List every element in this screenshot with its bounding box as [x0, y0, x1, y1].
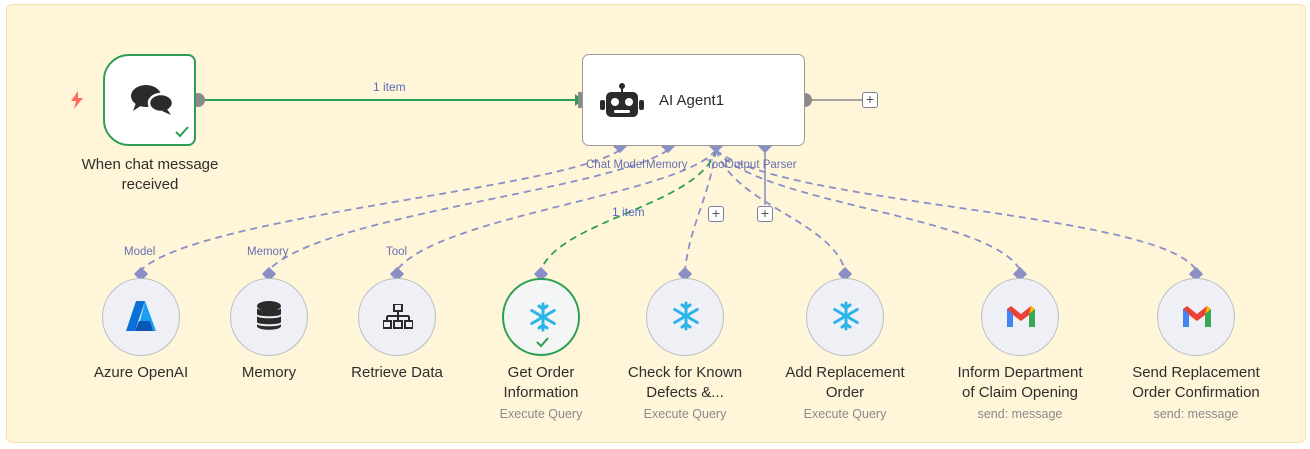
- memory-port-label: Memory: [646, 159, 688, 171]
- inform-department-subtitle: send: message: [977, 407, 1063, 421]
- memory-node-port[interactable]: [261, 266, 277, 282]
- send-port[interactable]: [1188, 266, 1204, 282]
- azure-icon: [126, 301, 156, 331]
- tool-edge-label: 1 item: [612, 205, 645, 219]
- get-order-subtitle: Execute Query: [499, 407, 583, 421]
- memory-connection[interactable]: [268, 149, 669, 271]
- azure-port[interactable]: [133, 266, 149, 282]
- memory-label: Memory: [241, 364, 297, 381]
- tool-connection-send[interactable]: [715, 149, 1197, 271]
- inform-port[interactable]: [1012, 266, 1028, 282]
- add-tool-button[interactable]: +: [708, 206, 724, 222]
- memory-node-port-label: Memory: [247, 246, 289, 258]
- azure-openai-label: Azure OpenAI: [93, 364, 189, 381]
- tool-connection-inform[interactable]: [715, 149, 1021, 271]
- gmail-icon: [1007, 306, 1035, 327]
- retrieve-port-label: Tool: [386, 246, 408, 258]
- get-order-port[interactable]: [533, 266, 549, 282]
- output-parser-port-label: Output Parser: [725, 159, 797, 171]
- tool-connection-add[interactable]: [715, 149, 846, 271]
- azure-openai-node[interactable]: [102, 278, 180, 356]
- send-confirmation-subtitle: send: message: [1153, 407, 1239, 421]
- send-confirmation-node[interactable]: [1157, 278, 1235, 356]
- chat-bubbles-icon: [131, 85, 174, 115]
- tool-port-label: Tool: [706, 159, 728, 171]
- success-check-icon: [536, 337, 549, 348]
- retrieve-data-node[interactable]: [358, 278, 436, 356]
- check-defects-subtitle: Execute Query: [643, 407, 727, 421]
- add-output-parser-button[interactable]: +: [757, 206, 773, 222]
- database-icon: [257, 301, 281, 330]
- retrieve-port[interactable]: [389, 266, 405, 282]
- main-edge-label: 1 item: [373, 80, 406, 94]
- add-output-node-button[interactable]: +: [862, 92, 878, 108]
- chat-trigger-node[interactable]: [103, 54, 196, 146]
- agent-title: AI Agent1: [659, 92, 725, 109]
- get-order-node[interactable]: [502, 278, 580, 356]
- memory-node[interactable]: [230, 278, 308, 356]
- tool-connection-retrieve[interactable]: [396, 149, 717, 271]
- check-port[interactable]: [677, 266, 693, 282]
- snowflake-icon: [833, 301, 859, 331]
- inform-department-node[interactable]: [981, 278, 1059, 356]
- snowflake-icon: [673, 301, 699, 331]
- tool-connection-get-order[interactable]: [540, 149, 717, 271]
- azure-port-label: Model: [124, 246, 156, 258]
- retrieve-data-label: Retrieve Data: [351, 364, 443, 381]
- add-replacement-subtitle: Execute Query: [803, 407, 887, 421]
- lightning-icon: [71, 91, 83, 109]
- ai-agent-node[interactable]: AI Agent1: [582, 54, 805, 146]
- robot-icon: [600, 83, 644, 117]
- sitemap-icon: [383, 304, 413, 329]
- agent-input-handle[interactable]: [578, 92, 584, 108]
- chat-model-port-label: Chat Model: [586, 159, 645, 171]
- gmail-icon: [1183, 306, 1211, 327]
- check-defects-node[interactable]: [646, 278, 724, 356]
- model-connection[interactable]: [140, 149, 621, 271]
- add-replacement-node[interactable]: [806, 278, 884, 356]
- add-port[interactable]: [837, 266, 853, 282]
- trigger-label: When chat message received: [81, 156, 219, 193]
- snowflake-icon: [530, 302, 556, 332]
- success-check-icon: [175, 126, 189, 138]
- tool-connection-check[interactable]: [684, 149, 717, 271]
